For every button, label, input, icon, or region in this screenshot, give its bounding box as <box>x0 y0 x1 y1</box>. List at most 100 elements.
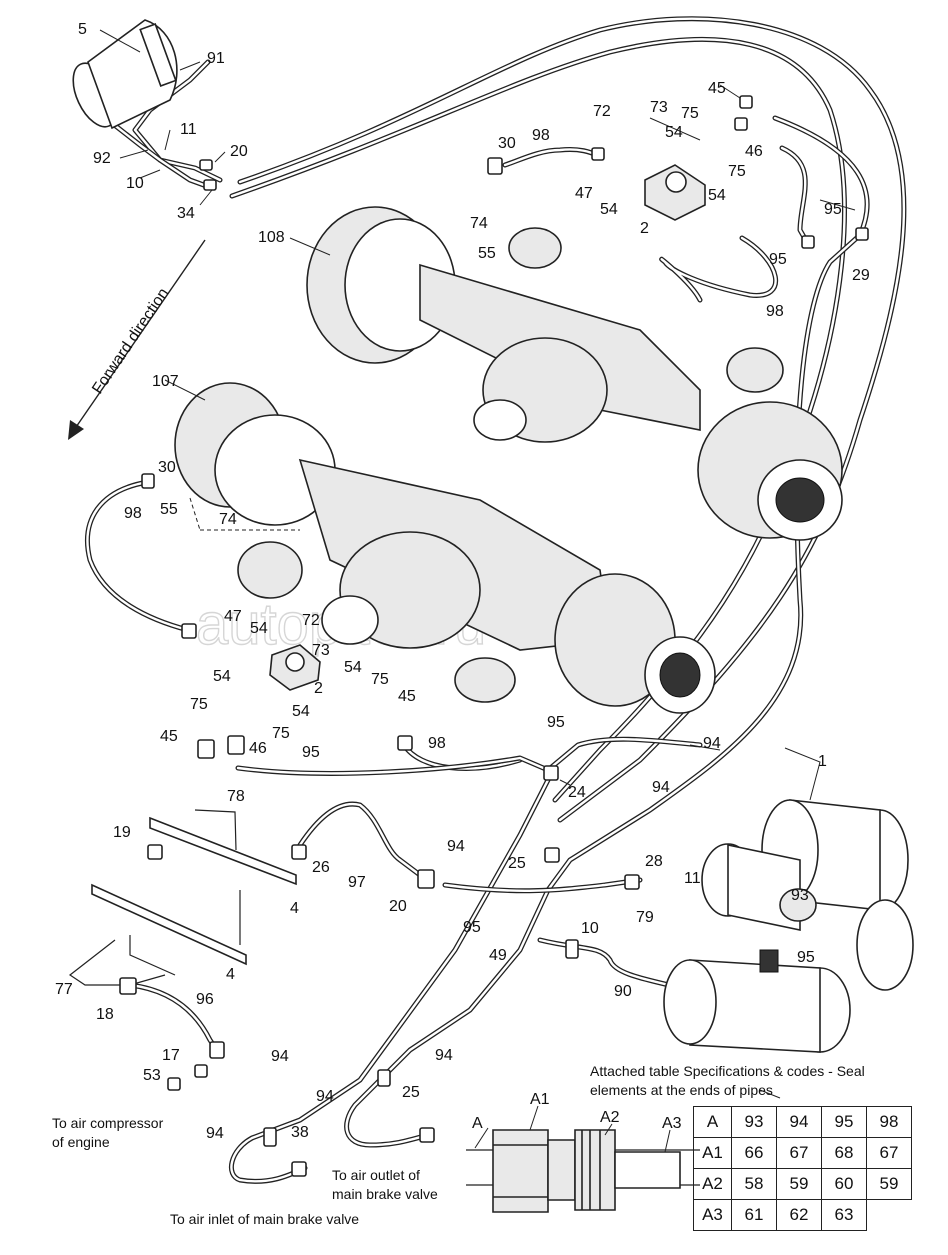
callout: 10 <box>581 920 599 937</box>
table-row-header: A <box>693 1106 732 1138</box>
callout: 98 <box>428 735 446 752</box>
callout: 98 <box>766 303 784 320</box>
callout: 47 <box>575 185 593 202</box>
callout: 2 <box>640 220 649 237</box>
callout: 74 <box>470 215 488 232</box>
table-cell: 67 <box>776 1137 822 1169</box>
callout: 20 <box>389 898 407 915</box>
callout: 94 <box>316 1088 334 1105</box>
note-outlet-line1: To air outlet of <box>332 1167 420 1183</box>
callout: 54 <box>250 620 268 637</box>
note-compressor-line1: To air compressor <box>52 1115 164 1131</box>
table-caption: Attached table Specifications & codes - … <box>590 1063 865 1098</box>
table-cell: 61 <box>731 1199 777 1231</box>
callout: 54 <box>344 659 362 676</box>
callout: 91 <box>207 50 225 67</box>
callout: 4 <box>226 966 235 983</box>
callout: 49 <box>489 947 507 964</box>
table-row-header: A1 <box>693 1137 732 1169</box>
table-cell: 98 <box>866 1106 912 1138</box>
callout: 2 <box>314 680 323 697</box>
callout: 72 <box>302 612 320 629</box>
callout: 98 <box>532 127 550 144</box>
callout: 72 <box>593 103 611 120</box>
callout: 25 <box>402 1084 420 1101</box>
callout: 79 <box>636 909 654 926</box>
callout: 78 <box>227 788 245 805</box>
callout: 95 <box>302 744 320 761</box>
rear-axle-108 <box>306 206 843 541</box>
callout: 54 <box>708 187 726 204</box>
section-label-a2: A2 <box>600 1109 620 1126</box>
callout: 46 <box>745 143 763 160</box>
callout: 10 <box>126 175 144 192</box>
callout: 73 <box>312 642 330 659</box>
callout: 1 <box>818 753 827 770</box>
callout: 94 <box>435 1047 453 1064</box>
notes: To air compressor of engine To air inlet… <box>52 1115 438 1227</box>
callout: 108 <box>258 229 285 246</box>
callout: 54 <box>600 201 618 218</box>
table-cell: 67 <box>866 1137 912 1169</box>
note-outlet-line2: main brake valve <box>332 1186 438 1202</box>
seal-section-drawing: A A1 A2 A3 <box>466 1091 700 1213</box>
callout: 26 <box>312 859 330 876</box>
relay-valve-2-lower <box>269 644 321 691</box>
rear-axle-107 <box>174 382 716 714</box>
callout: 25 <box>508 855 526 872</box>
callout: 73 <box>650 99 668 116</box>
callout: 77 <box>55 981 73 998</box>
callout: 45 <box>160 728 178 745</box>
table-cell: 59 <box>776 1168 822 1200</box>
callout: 5 <box>78 21 87 38</box>
callout: 11 <box>684 870 701 887</box>
callout: 55 <box>478 245 496 262</box>
callout: 94 <box>703 735 721 752</box>
callout: 94 <box>206 1125 224 1142</box>
callout: 90 <box>614 983 632 1000</box>
callout: 11 <box>180 121 197 138</box>
table-cell: 63 <box>821 1199 867 1231</box>
callout: 95 <box>769 251 787 268</box>
dashed-indicator <box>189 497 300 531</box>
callout: 95 <box>547 714 565 731</box>
callout: 97 <box>348 874 366 891</box>
callout: 54 <box>292 703 310 720</box>
callout: 54 <box>213 668 231 685</box>
callout: 17 <box>162 1047 180 1064</box>
pipe-fittings <box>119 95 869 1177</box>
note-compressor-line2: of engine <box>52 1134 110 1150</box>
callout: 54 <box>665 124 683 141</box>
table-cell: 68 <box>821 1137 867 1169</box>
callout: 29 <box>852 267 870 284</box>
callout: 46 <box>249 740 267 757</box>
callout: 30 <box>158 459 176 476</box>
table-cell: 94 <box>776 1106 822 1138</box>
air-tank-assembly-1 <box>663 799 914 1053</box>
note-inlet: To air inlet of main brake valve <box>170 1211 359 1227</box>
table-cell: 66 <box>731 1137 777 1169</box>
table-row-header: A2 <box>693 1168 732 1200</box>
callout: 34 <box>177 205 195 222</box>
callout: 55 <box>160 501 178 518</box>
brake-chamber-5 <box>72 19 178 130</box>
table-cell: 59 <box>866 1168 912 1200</box>
callout: 75 <box>728 163 746 180</box>
callout: 24 <box>568 784 586 801</box>
section-label-a3: A3 <box>662 1115 682 1132</box>
section-label-a1: A1 <box>530 1091 550 1108</box>
callout: 94 <box>271 1048 289 1065</box>
callout: 93 <box>791 887 809 904</box>
callout: 47 <box>224 608 242 625</box>
callout: 95 <box>797 949 815 966</box>
section-label-a: A <box>472 1115 483 1132</box>
table-row-header: A3 <box>693 1199 732 1231</box>
callout: 38 <box>291 1124 309 1141</box>
callout: 94 <box>447 838 465 855</box>
